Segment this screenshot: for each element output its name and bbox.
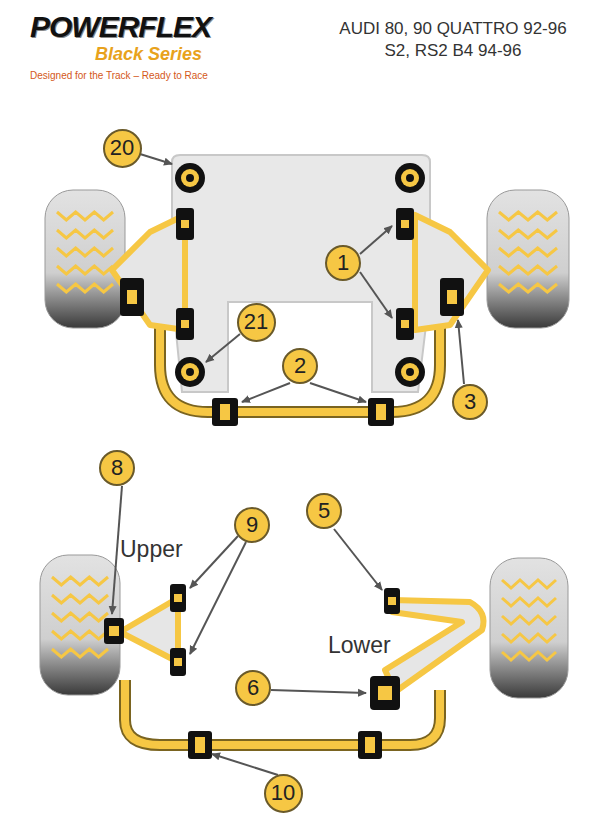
callout-number: 5 xyxy=(318,500,330,522)
callout-circle: 1 xyxy=(325,245,361,281)
lower-arm xyxy=(385,600,484,692)
arm-label: Upper xyxy=(120,536,183,563)
callout-number: 9 xyxy=(246,514,258,536)
tyre-tread xyxy=(499,212,557,220)
callout-circle: 8 xyxy=(99,450,135,486)
callout-number: 3 xyxy=(464,391,476,413)
tyre-tread xyxy=(52,631,108,639)
logo-text: POWERFLEX xyxy=(30,10,211,44)
callout-circle: 2 xyxy=(282,348,318,384)
tyre-tread xyxy=(499,266,557,274)
callout-number: 2 xyxy=(294,355,306,377)
upper-arm xyxy=(120,598,178,662)
callout-circle: 5 xyxy=(306,493,342,529)
subframe xyxy=(172,155,430,392)
tyre-tread xyxy=(52,577,108,585)
callout-circle: 20 xyxy=(103,129,142,168)
mount-bushing xyxy=(175,163,425,387)
wishbone xyxy=(415,215,488,330)
tyre-tread xyxy=(499,284,557,292)
tyre-tread xyxy=(52,649,108,657)
tyre-tread xyxy=(502,598,556,606)
callout-circle: 3 xyxy=(452,384,488,420)
callout-number: 6 xyxy=(247,677,259,699)
tyre-tread xyxy=(502,652,556,660)
wishbone xyxy=(112,215,185,330)
tyre-tread xyxy=(57,212,113,220)
anti-roll-bar xyxy=(160,295,440,412)
bushing xyxy=(104,584,400,759)
callout-number: 1 xyxy=(337,252,349,274)
tagline: Designed for the Track – Ready to Race xyxy=(30,70,208,81)
tyre-tread xyxy=(52,595,108,603)
tyre-tread xyxy=(502,580,556,588)
arm-label: Lower xyxy=(328,632,391,659)
tyre-tread xyxy=(499,230,557,238)
tyre-tread xyxy=(57,266,113,274)
tyre-tread xyxy=(499,248,557,256)
callout-circle: 6 xyxy=(235,670,271,706)
tyre-tread xyxy=(57,248,113,256)
callout-number: 21 xyxy=(244,311,268,333)
callout-number: 20 xyxy=(110,137,134,159)
tyre-tread xyxy=(52,613,108,621)
callout-number: 8 xyxy=(111,457,123,479)
title: AUDI 80, 90 QUATTRO 92-96 S2, RS2 B4 94-… xyxy=(328,18,578,62)
tyre-tread xyxy=(502,634,556,642)
callout-circle: 9 xyxy=(234,507,270,543)
callout-circle: 21 xyxy=(237,303,276,342)
leader-line xyxy=(112,154,464,775)
callout-circle: 10 xyxy=(264,774,303,813)
callout-number: 10 xyxy=(271,782,295,804)
tyre-tread xyxy=(57,284,113,292)
tyre-tread xyxy=(57,230,113,238)
bushing xyxy=(120,208,464,426)
logo-subtext: Black Series xyxy=(95,44,202,65)
tyre-tread xyxy=(502,616,556,624)
